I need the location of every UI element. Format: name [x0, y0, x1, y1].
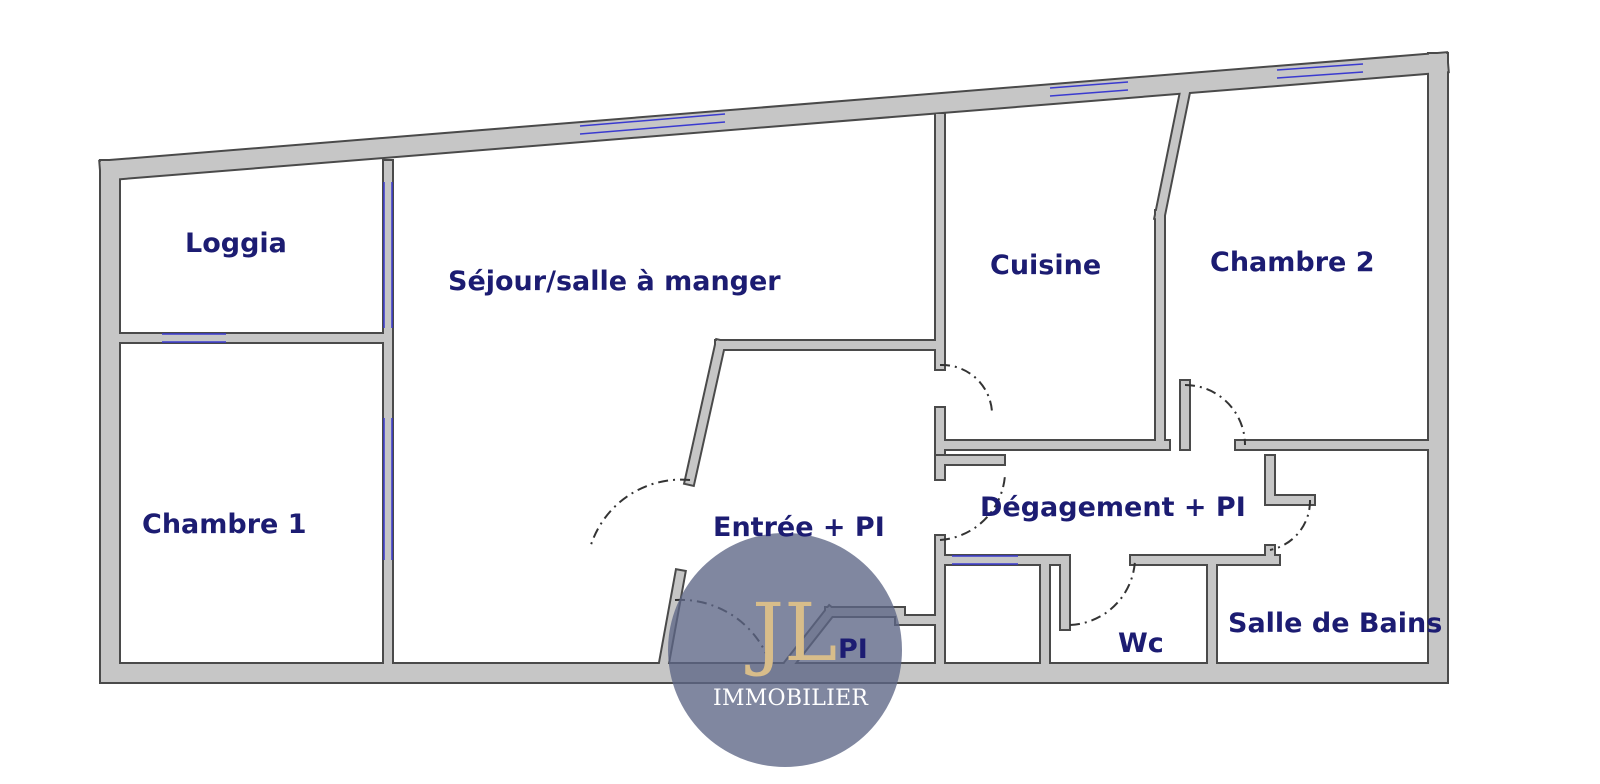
- window: [1276, 71, 1364, 79]
- room-labels: Loggia Séjour/salle à manger Cuisine Cha…: [142, 228, 1442, 665]
- room-label-sejour: Séjour/salle à manger: [448, 266, 781, 297]
- interior-wall: [685, 340, 725, 485]
- window: [1276, 63, 1364, 71]
- room-label-chambre-1: Chambre 1: [142, 509, 307, 540]
- door-swing: [939, 363, 993, 413]
- window-gap: [573, 111, 732, 137]
- door-swing: [939, 474, 1006, 541]
- door-swing: [1069, 559, 1136, 626]
- window-gap: [1270, 61, 1370, 81]
- window: [579, 121, 726, 135]
- room-label-pi: PI: [838, 634, 868, 665]
- room-label-chambre-2: Chambre 2: [1210, 247, 1375, 278]
- room-label-degagement: Dégagement + PI: [980, 492, 1246, 523]
- room-label-salle-de-bains: Salle de Bains: [1228, 608, 1442, 639]
- room-label-wc: Wc: [1118, 628, 1164, 659]
- walls: [98, 51, 1450, 684]
- door-swing: [1269, 499, 1312, 551]
- exterior-wall: [100, 53, 1448, 180]
- door-swing: [1184, 384, 1246, 446]
- logo-monogram: JL: [745, 586, 837, 679]
- room-label-cuisine: Cuisine: [990, 250, 1101, 281]
- door-swing: [589, 478, 691, 549]
- logo-circle: [668, 533, 902, 767]
- interior-wall: [1155, 87, 1190, 220]
- room-label-entree: Entrée + PI: [713, 512, 885, 543]
- window: [1049, 89, 1129, 97]
- interior-wall: [659, 570, 685, 668]
- jl-immobilier-logo: JL IMMOBILIER: [668, 533, 902, 767]
- window: [1049, 81, 1129, 89]
- room-label-loggia: Loggia: [185, 228, 287, 259]
- windows: [162, 63, 1364, 565]
- window: [579, 113, 726, 127]
- logo-text: IMMOBILIER: [713, 686, 869, 711]
- window-gap: [1043, 79, 1135, 99]
